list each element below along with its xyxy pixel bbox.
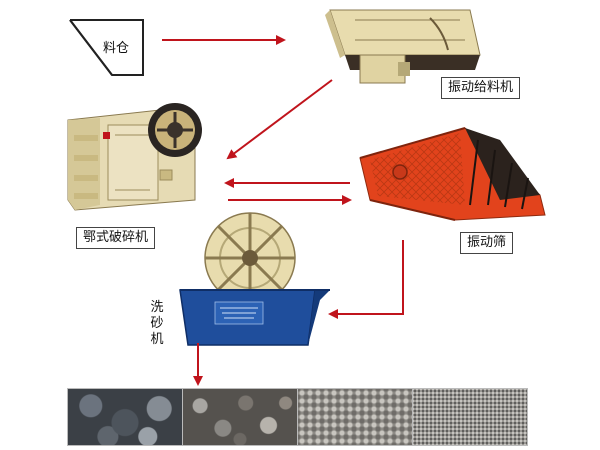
- arrow-screen-to-washer: [328, 240, 404, 319]
- arrow-feeder-to-crusher: [226, 79, 333, 160]
- vibrating-screen-icon: [359, 127, 546, 221]
- medium-aggregate-sample: [182, 388, 298, 446]
- feeder-label: 振动给料机: [441, 77, 521, 99]
- jaw-crusher-label: 鄂式破碎机: [76, 227, 156, 249]
- flow-arrows: [162, 35, 404, 386]
- sand-washer-label: 洗砂机: [150, 300, 164, 347]
- vibrating-feeder-icon: [325, 9, 481, 84]
- coarse-aggregate-sample: [67, 388, 183, 446]
- screen-label: 振动筛: [460, 232, 514, 254]
- sand-sample: [412, 388, 528, 446]
- hopper-icon: [69, 19, 144, 76]
- hopper-label: 料仓: [103, 41, 130, 56]
- fine-aggregate-sample: [297, 388, 413, 446]
- jaw-crusher-icon: [67, 103, 202, 211]
- sand-washer-icon: [179, 212, 330, 346]
